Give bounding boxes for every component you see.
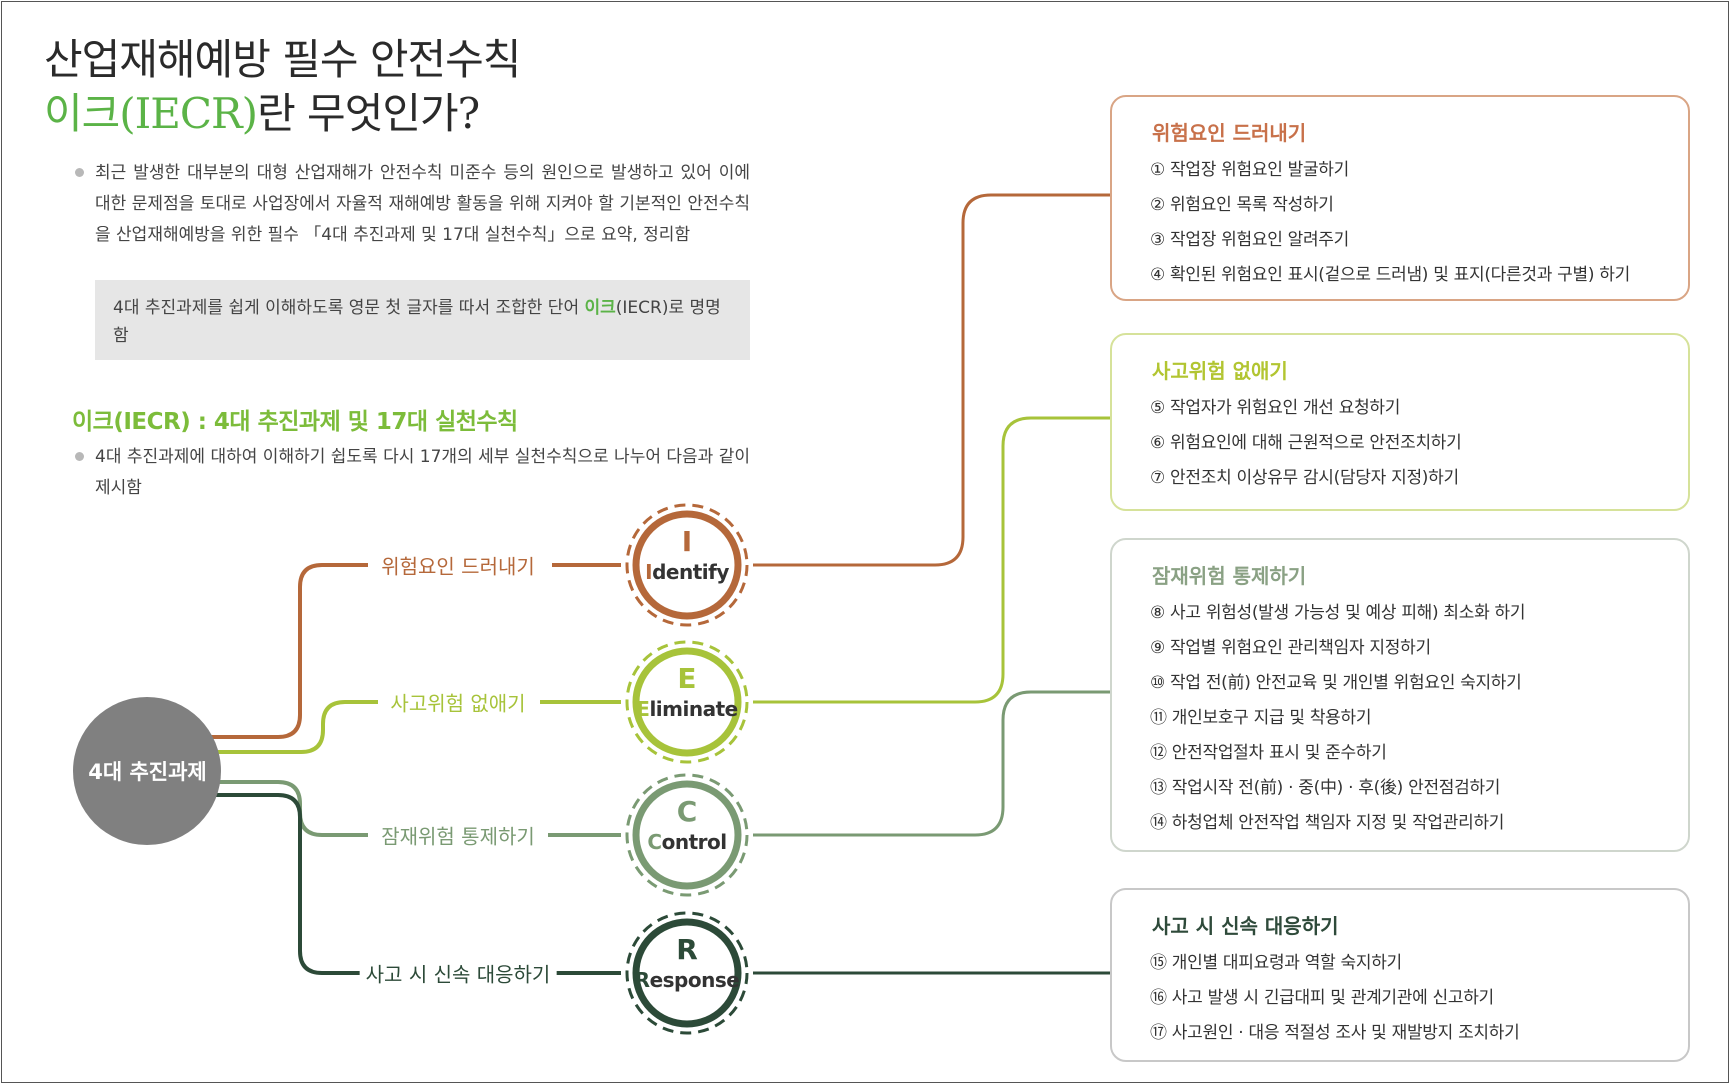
practice-item: ⑥ 위험요인에 대해 근원적으로 안전조치하기 <box>1150 433 1462 453</box>
practice-item: ① 작업장 위험요인 발굴하기 <box>1150 160 1349 180</box>
practice-item: ② 위험요인 목록 작성하기 <box>1150 195 1334 215</box>
hub-circle <box>73 697 221 845</box>
practice-box-title: 위험요인 드러내기 <box>1152 121 1307 145</box>
section-subheading: 이크(IECR) : 4대 추진과제 및 17대 실천수칙 <box>72 409 518 435</box>
connector-lines <box>210 193 1110 975</box>
circle-word-rest: ontrol <box>661 830 728 854</box>
dashed-ring <box>625 503 749 627</box>
circle-word: Eliminate <box>627 698 747 720</box>
circle-letter: E <box>677 662 697 695</box>
box-connector-line <box>753 690 1110 837</box>
practice-box: 사고위험 없애기 ⑤ 작업자가 위험요인 개선 요청하기 ⑥ 위험요인에 대해 근원… <box>1110 333 1690 511</box>
circle-word-initial: C <box>647 830 662 854</box>
letter-circles <box>73 503 749 1035</box>
note-text-after: (IECR)로 명명함 <box>113 298 721 346</box>
intro-paragraph: 최근 발생한 대부분의 대형 산업재해가 안전수칙 미준수 등의 원인으로 발생… <box>95 163 750 245</box>
bullet-icon <box>75 168 84 177</box>
circle-word-rest: dentify <box>652 560 729 584</box>
practice-item: ⑤ 작업자가 위험요인 개선 요청하기 <box>1150 398 1401 418</box>
bullet-icon <box>75 452 84 461</box>
hub-connector-line <box>210 563 368 739</box>
practice-box: 사고 시 신속 대응하기 ⑮ 개인별 대피요령과 역할 숙지하기 ⑯ 사고 발생 시… <box>1110 888 1690 1062</box>
note-highlight: 이크 <box>584 298 616 318</box>
practice-box: 위험요인 드러내기 ① 작업장 위험요인 발굴하기 ② 위험요인 목록 작성하기 ③ … <box>1110 95 1690 301</box>
section-paragraph: 4대 추진과제에 대하여 이해하기 쉽도록 다시 17개의 세부 실천수칙으로 … <box>95 447 750 498</box>
practice-box: 잠재위험 통제하기 ⑧ 사고 위험성(발생 가능성 및 예상 피해) 최소화 하기… <box>1110 538 1690 852</box>
branch-label: 사고위험 없애기 <box>384 687 532 717</box>
solid-ring <box>632 647 742 757</box>
circle-letter: C <box>676 795 698 828</box>
circle-word: Control <box>627 831 747 853</box>
practice-box-title: 사고위험 없애기 <box>1152 359 1288 383</box>
page-title-line1: 산업재해예방 필수 안전수칙 <box>44 35 521 84</box>
practice-item: ⑩ 작업 전(前) 안전교육 및 개인별 위험요인 숙지하기 <box>1150 673 1522 693</box>
practice-box-title: 사고 시 신속 대응하기 <box>1152 914 1339 938</box>
circle-letter: R <box>676 933 698 966</box>
branch-label: 위험요인 드러내기 <box>375 550 541 580</box>
note-text-before: 4대 추진과제를 쉽게 이해하도록 영문 첫 글자를 따서 조합한 단어 <box>113 298 585 318</box>
hub-connector-line <box>210 780 368 837</box>
title-highlight: 이크(IECR) <box>44 89 258 138</box>
practice-item: ⑮ 개인별 대피요령과 역할 숙지하기 <box>1150 953 1402 973</box>
circle-word-rest: liminate <box>649 697 738 721</box>
box-connector-line <box>753 416 1110 704</box>
practice-box-title: 잠재위험 통제하기 <box>1152 564 1307 588</box>
circle-word-initial: E <box>636 697 650 721</box>
hub-connector-line <box>210 793 360 975</box>
solid-ring <box>632 918 742 1028</box>
practice-item: ⑬ 작업시작 전(前) · 중(中) · 후(後) 안전점검하기 <box>1150 778 1501 798</box>
hub-connector-line <box>210 700 378 754</box>
practice-item: ⑰ 사고원인 · 대응 적절성 조사 및 재발방지 조치하기 <box>1150 1023 1520 1043</box>
title-rest: 란 무엇인가? <box>257 89 480 138</box>
practice-item: ⑦ 안전조치 이상유무 감시(담당자 지정)하기 <box>1150 468 1459 488</box>
practice-item: ⑯ 사고 발생 시 긴급대피 및 관계기관에 신고하기 <box>1150 988 1494 1008</box>
practice-item: ⑪ 개인보호구 지급 및 착용하기 <box>1150 708 1372 728</box>
page-title-line2: 이크(IECR)란 무엇인가? <box>44 80 480 141</box>
dashed-ring <box>625 911 749 1035</box>
solid-ring <box>632 510 742 620</box>
branch-label: 사고 시 신속 대응하기 <box>359 958 557 988</box>
circle-word: Response <box>627 969 747 991</box>
box-connector-line <box>753 193 1110 567</box>
practice-item: ⑫ 안전작업절차 표시 및 준수하기 <box>1150 743 1387 763</box>
dashed-ring <box>625 773 749 897</box>
practice-item: ⑧ 사고 위험성(발생 가능성 및 예상 피해) 최소화 하기 <box>1150 603 1526 623</box>
practice-item: ④ 확인된 위험요인 표시(겉으로 드러냄) 및 표지(다른것과 구별) 하기 <box>1150 265 1630 285</box>
circle-letter: I <box>681 525 693 558</box>
practice-item: ③ 작업장 위험요인 알려주기 <box>1150 230 1349 250</box>
hub-label: 4대 추진과제 <box>88 760 207 784</box>
practice-item: ⑭ 하청업체 안전작업 책임자 지정 및 작업관리하기 <box>1150 813 1505 833</box>
circle-word-rest: esponse <box>649 968 740 992</box>
branch-label: 잠재위험 통제하기 <box>375 820 541 850</box>
dashed-ring <box>625 640 749 764</box>
circle-word: Identify <box>627 561 747 583</box>
circle-word-initial: R <box>634 968 650 992</box>
naming-note: 4대 추진과제를 쉽게 이해하도록 영문 첫 글자를 따서 조합한 단어 이크(… <box>95 280 750 360</box>
practice-item: ⑨ 작업별 위험요인 관리책임자 지정하기 <box>1150 638 1431 658</box>
solid-ring <box>632 780 742 890</box>
circle-word-initial: I <box>645 560 653 584</box>
